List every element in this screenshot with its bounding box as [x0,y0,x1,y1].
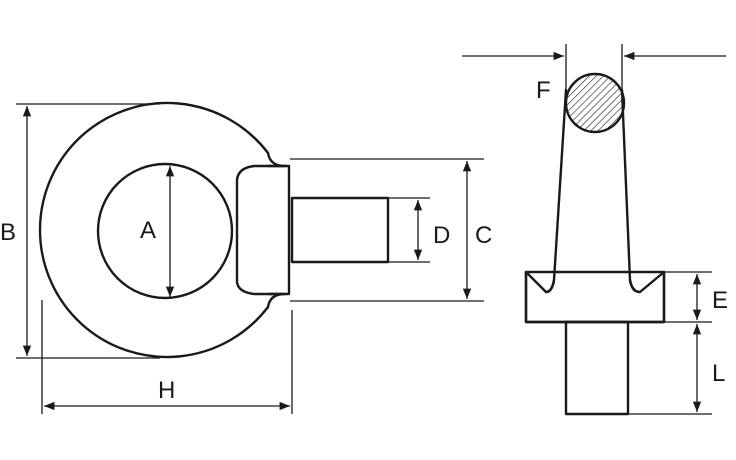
eye-ring-outer [38,101,270,359]
label-b: B [0,219,16,246]
label-f: F [536,77,551,104]
label-l: L [712,360,725,387]
collar-body [266,164,291,296]
label-h: H [158,377,175,404]
ring-section-hatched [564,72,626,134]
shank-side [564,320,630,416]
collar-side [524,270,666,324]
label-e: E [712,287,728,314]
dimensions [16,44,726,415]
collar [235,151,287,309]
label-d: D [433,222,450,249]
collar-fillets [544,278,642,294]
label-c: C [475,222,492,249]
shank [290,196,390,264]
dimension-labels: B A H D C F E L [0,77,728,404]
front-view [38,101,390,359]
label-a: A [140,217,156,244]
side-view [524,72,666,416]
eye-hole [96,162,234,300]
